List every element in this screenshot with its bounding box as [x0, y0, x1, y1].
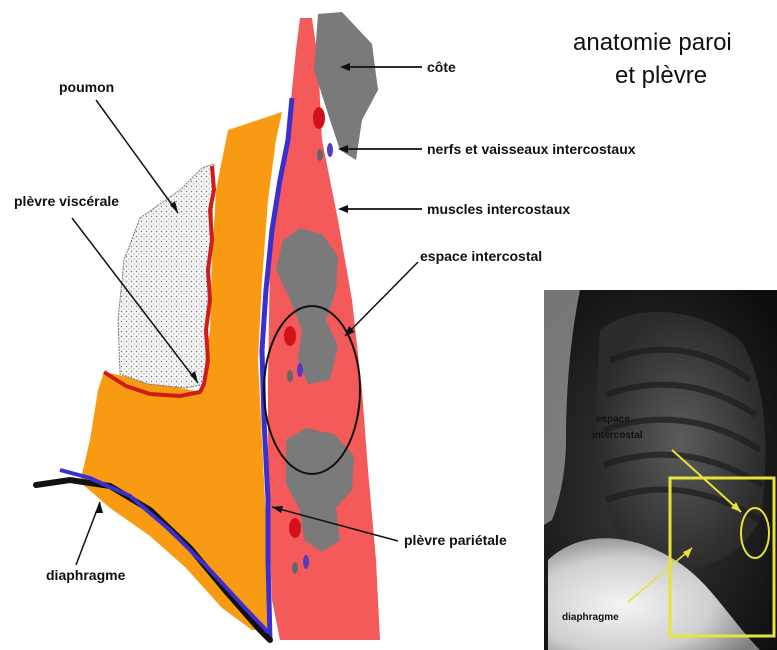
xray-label-diaphragme: diaphragme	[562, 612, 619, 623]
label-cote: côte	[427, 59, 456, 75]
title-line-1: anatomie paroi	[573, 29, 732, 56]
label-plevre-parietale: plèvre pariétale	[404, 532, 507, 548]
label-muscles-intercostaux: muscles intercostaux	[427, 201, 570, 217]
vessel-red	[289, 518, 301, 538]
nerve-blue	[327, 143, 333, 157]
arrowhead	[338, 205, 348, 213]
vessel-grey	[287, 370, 293, 382]
xray-label-espace-1: espace	[596, 414, 630, 425]
vessel-red	[284, 326, 296, 346]
vessel-grey	[292, 562, 298, 574]
xray-label-espace-2: intercostal	[592, 430, 643, 441]
vessel-red	[313, 107, 325, 129]
title-line-2: et plèvre	[615, 62, 707, 89]
nerve-blue	[303, 555, 309, 569]
arrow-espace-intercostal	[345, 262, 418, 336]
label-espace-intercostal: espace intercostal	[420, 248, 542, 264]
rib-shape	[314, 12, 378, 160]
label-plevre-viscerale: plèvre viscérale	[14, 193, 119, 209]
xray-image	[544, 290, 777, 650]
label-nerfs-vaisseaux: nerfs et vaisseaux intercostaux	[427, 141, 636, 157]
label-diaphragme: diaphragme	[46, 567, 126, 583]
vessel-grey	[317, 149, 323, 161]
nerve-blue	[297, 363, 303, 377]
label-poumon: poumon	[59, 79, 114, 95]
